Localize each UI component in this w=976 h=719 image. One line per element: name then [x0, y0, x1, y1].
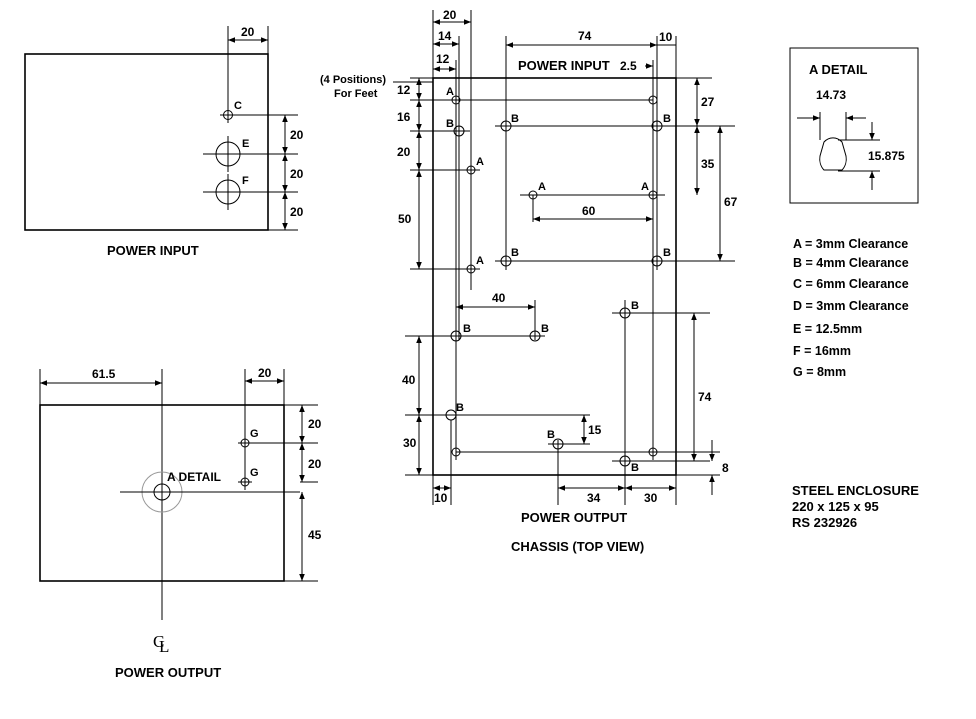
- svg-text:B: B: [547, 429, 555, 441]
- power-output-view: 61.5 20 G G A DETAIL 20 20 45 C L PO: [39, 366, 322, 680]
- feet-note-line-2: For Feet: [334, 88, 378, 100]
- chassis-dim-74-top: 74: [578, 29, 592, 43]
- svg-text:A: A: [476, 255, 484, 267]
- svg-text:A: A: [476, 156, 484, 168]
- power-input-view: 20 C E F 20 20 20 POWER INPUT: [24, 25, 304, 258]
- legend-item-d: D = 3mm Clearance: [793, 299, 909, 313]
- chassis-dim-12-top: 12: [436, 52, 450, 66]
- svg-text:C: C: [153, 632, 164, 651]
- chassis-dim-30-bottom: 30: [644, 491, 658, 505]
- chassis-dim-14: 14: [438, 29, 452, 43]
- chassis-dim-35: 35: [701, 157, 715, 171]
- legend-item-f: F = 16mm: [793, 344, 851, 358]
- chassis-dim-12-left: 12: [397, 83, 411, 97]
- power-input-title: POWER INPUT: [107, 243, 199, 258]
- chassis-dim-34: 34: [587, 491, 601, 505]
- a-detail-frame: [789, 47, 919, 204]
- a-detail-title: A DETAIL: [809, 62, 868, 77]
- hole-label-f: F: [242, 175, 249, 187]
- power-output-title: POWER OUTPUT: [115, 665, 221, 680]
- chassis-dim-27: 27: [701, 95, 715, 109]
- chassis-dim-74-right: 74: [698, 390, 712, 404]
- svg-text:L: L: [159, 637, 169, 656]
- svg-text:A: A: [641, 181, 649, 193]
- hole-label-g-upper: G: [250, 428, 259, 440]
- holes-a: A A A A A: [446, 86, 665, 274]
- chassis-dim-10-top: 10: [659, 30, 673, 44]
- svg-text:B: B: [631, 300, 639, 312]
- power-input-dim-top: 20: [241, 25, 255, 39]
- power-input-dim-2: 20: [290, 167, 304, 181]
- power-output-dim-45: 45: [308, 528, 322, 542]
- hole-label-g-lower: G: [250, 467, 259, 479]
- chassis-view: 20 14 12 74 10 POWER INPUT 2.5 (4 Positi…: [320, 8, 738, 554]
- svg-text:A: A: [446, 86, 454, 98]
- chassis-dim-15: 15: [588, 423, 602, 437]
- a-detail-height: 15.875: [868, 149, 905, 163]
- svg-text:A: A: [538, 181, 546, 193]
- legend-item-e: E = 12.5mm: [793, 322, 862, 336]
- chassis-dim-2-5: 2.5: [620, 59, 637, 73]
- a-detail-callout: A DETAIL: [167, 470, 221, 484]
- chassis-dim-8: 8: [722, 461, 729, 475]
- chassis-dim-10-bottom: 10: [434, 491, 448, 505]
- svg-text:B: B: [541, 323, 549, 335]
- a-detail-width: 14.73: [816, 88, 846, 102]
- chassis-dim-60: 60: [582, 204, 596, 218]
- hole-label-c: C: [234, 100, 242, 112]
- svg-text:B: B: [663, 247, 671, 259]
- a-detail-box: A DETAIL 14.73 15.875: [789, 47, 919, 204]
- legend: A = 3mm Clearance B = 4mm Clearance C = …: [793, 237, 909, 379]
- legend-item-b: B = 4mm Clearance: [793, 256, 909, 270]
- chassis-dim-30-left: 30: [403, 436, 417, 450]
- chassis-top-label: POWER INPUT: [518, 58, 610, 73]
- chassis-title: CHASSIS (TOP VIEW): [511, 539, 644, 554]
- legend-item-c: C = 6mm Clearance: [793, 277, 909, 291]
- holes-b: B B B B B B B B B B B: [444, 113, 735, 474]
- chassis-dim-67: 67: [724, 195, 738, 209]
- legend-item-g: G = 8mm: [793, 365, 846, 379]
- svg-text:B: B: [663, 113, 671, 125]
- enclosure-note: STEEL ENCLOSURE 220 x 125 x 95 RS 232926: [792, 483, 919, 530]
- chassis-dim-40-inner: 40: [492, 291, 506, 305]
- svg-text:B: B: [631, 462, 639, 474]
- power-input-dim-1: 20: [290, 128, 304, 142]
- centerline-symbol: C L: [153, 632, 169, 656]
- enclosure-line-2: 220 x 125 x 95: [792, 499, 879, 514]
- chassis-dim-20: 20: [443, 8, 457, 22]
- power-output-dim-61-5: 61.5: [92, 367, 116, 381]
- a-detail-shape: [819, 137, 847, 171]
- power-input-dim-3: 20: [290, 205, 304, 219]
- chassis-dim-40-left: 40: [402, 373, 416, 387]
- power-output-dim-20-b: 20: [308, 457, 322, 471]
- svg-text:B: B: [456, 402, 464, 414]
- feet-note-line-1: (4 Positions): [320, 74, 386, 86]
- svg-text:B: B: [511, 247, 519, 259]
- power-output-dim-20-a: 20: [308, 417, 322, 431]
- chassis-dim-50: 50: [398, 212, 412, 226]
- power-input-panel: [24, 53, 269, 231]
- legend-item-a: A = 3mm Clearance: [793, 237, 908, 251]
- enclosure-line-3: RS 232926: [792, 515, 857, 530]
- svg-text:B: B: [511, 113, 519, 125]
- svg-text:B: B: [463, 323, 471, 335]
- chassis-dim-20-left: 20: [397, 145, 411, 159]
- svg-text:B: B: [446, 118, 454, 130]
- chassis-outline: [432, 77, 677, 476]
- enclosure-line-1: STEEL ENCLOSURE: [792, 483, 919, 498]
- chassis-bottom-label: POWER OUTPUT: [521, 510, 627, 525]
- power-output-dim-20-top: 20: [258, 366, 272, 380]
- hole-label-e: E: [242, 138, 249, 150]
- chassis-dim-16: 16: [397, 110, 411, 124]
